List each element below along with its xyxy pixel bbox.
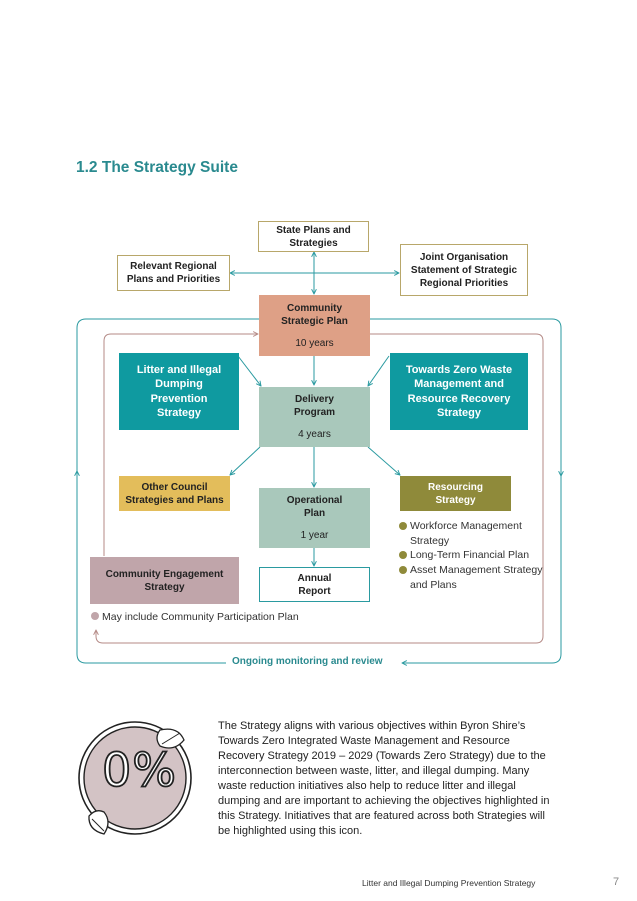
resourcing-item: Asset Management Strategy and Plans — [399, 563, 544, 592]
monitoring-label: Ongoing monitoring and review — [228, 656, 387, 667]
delivery-program-box: Delivery Program 4 years — [259, 387, 370, 447]
engagement-strategy-box: Community Engagement Strategy — [90, 557, 239, 604]
resourcing-item: Workforce Management Strategy — [399, 519, 544, 548]
zero-waste-strategy-box: Towards Zero Waste Management and Resour… — [390, 353, 528, 430]
state-plans-label: State Plans and Strategies — [276, 224, 351, 249]
litter-strategy-box: Litter and Illegal Dumping Prevention St… — [119, 353, 239, 430]
delivery-title: Delivery Program — [293, 394, 336, 418]
monitoring-loop — [76, 318, 260, 664]
bullet-dot — [399, 522, 407, 530]
csp-title: Community Strategic Plan — [281, 302, 348, 327]
annual-report-box: Annual Report — [259, 567, 370, 602]
engagement-loop — [103, 334, 258, 556]
regional-plans-label: Relevant Regional Plans and Priorities — [126, 261, 221, 285]
page-number: 7 — [613, 876, 620, 888]
operational-plan-box: Operational Plan 1 year — [259, 488, 370, 548]
operational-title: Operational Plan — [286, 495, 343, 519]
other-council-box: Other Council Strategies and Plans — [119, 476, 230, 511]
resourcing-items: Workforce Management Strategy Long-Term … — [399, 519, 544, 593]
callout-paragraph: The Strategy aligns with various objecti… — [218, 720, 550, 837]
engagement-note: May include Community Participation Plan — [91, 611, 299, 623]
state-plans-box: State Plans and Strategies — [258, 221, 369, 252]
other-council-label: Other Council Strategies and Plans — [125, 481, 224, 506]
csp-duration: 10 years — [295, 337, 334, 349]
annual-report-label: Annual Report — [297, 572, 332, 597]
zero-waste-strategy-label: Towards Zero Waste Management and Resour… — [405, 363, 513, 420]
joint-org-label: Joint Organisation Statement of Strategi… — [410, 251, 518, 289]
bullet-dot — [399, 566, 407, 575]
section-heading: 1.2 The Strategy Suite — [76, 159, 238, 176]
bullet-dot — [91, 612, 99, 620]
footer-title: Litter and Illegal Dumping Prevention St… — [362, 878, 536, 888]
regional-plans-box: Relevant Regional Plans and Priorities — [117, 255, 230, 291]
zero-percent-text: 0% — [101, 742, 177, 798]
bullet-dot — [399, 551, 407, 560]
community-strategic-plan-box: Community Strategic Plan 10 years — [259, 295, 370, 356]
operational-duration: 1 year — [300, 530, 329, 541]
resourcing-title: Resourcing Strategy — [427, 481, 483, 506]
joint-org-box: Joint Organisation Statement of Strategi… — [400, 244, 528, 296]
litter-strategy-label: Litter and Illegal Dumping Prevention St… — [136, 363, 222, 420]
resourcing-strategy-box: Resourcing Strategy — [400, 476, 511, 511]
engagement-label: Community Engagement Strategy — [105, 568, 224, 593]
delivery-duration: 4 years — [298, 429, 331, 440]
towards-zero-icon — [78, 721, 192, 835]
resourcing-item: Long-Term Financial Plan — [399, 548, 544, 563]
